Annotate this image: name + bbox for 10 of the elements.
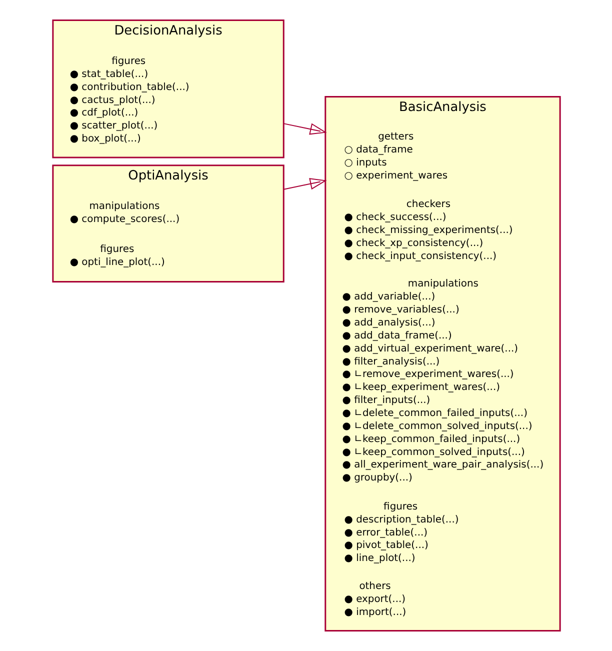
node-text: manipulations ● add_variable(...) ● remove_variables(...) ● add_analysis(...) ● add_data_frame(...) ● add_virtual_experiment_ware(...) ● filter_analysis(...) ● ∟remove_experiment_wares(...) ● ∟keep_experiment_wares(...) ● filter_inputs(...) ● ∟delete_common_failed_inputs(...) ● ∟delete_common_solved_inputs(...) ● ∟keep_common_failed_inputs(...) ● ∟keep_common_solved_inputs(...) ● all_experiment_ware_pair_analysis(...) ● groupby(...) [342,278,544,484]
node-text: figures ● opti_line_plot(...) [69,244,164,268]
node-text: figures ● stat_table(...) ● contribution_table(...) ● cactus_plot(...) ● cdf_plot(...) ● scatter_plot(...) ● box_plot(...) [69,56,189,145]
node-text: manipulations ● compute_scores(...) [69,201,180,226]
arrow [282,178,326,190]
node-text: getters ○ data_frame ○ inputs ○ experiment_wares [344,132,448,182]
node-text: checkers ● check_success(...) ● check_missing_experiments(...) ● check_xp_consistency(...) ● check_input_consistency(...) [344,199,512,262]
node-text: figures ● description_table(...) ● error_table(...) ● pivot_table(...) ● line_plot(...) [344,501,458,564]
arrow [282,123,326,135]
node-text: others ● export(...) ● import(...) [344,581,406,618]
